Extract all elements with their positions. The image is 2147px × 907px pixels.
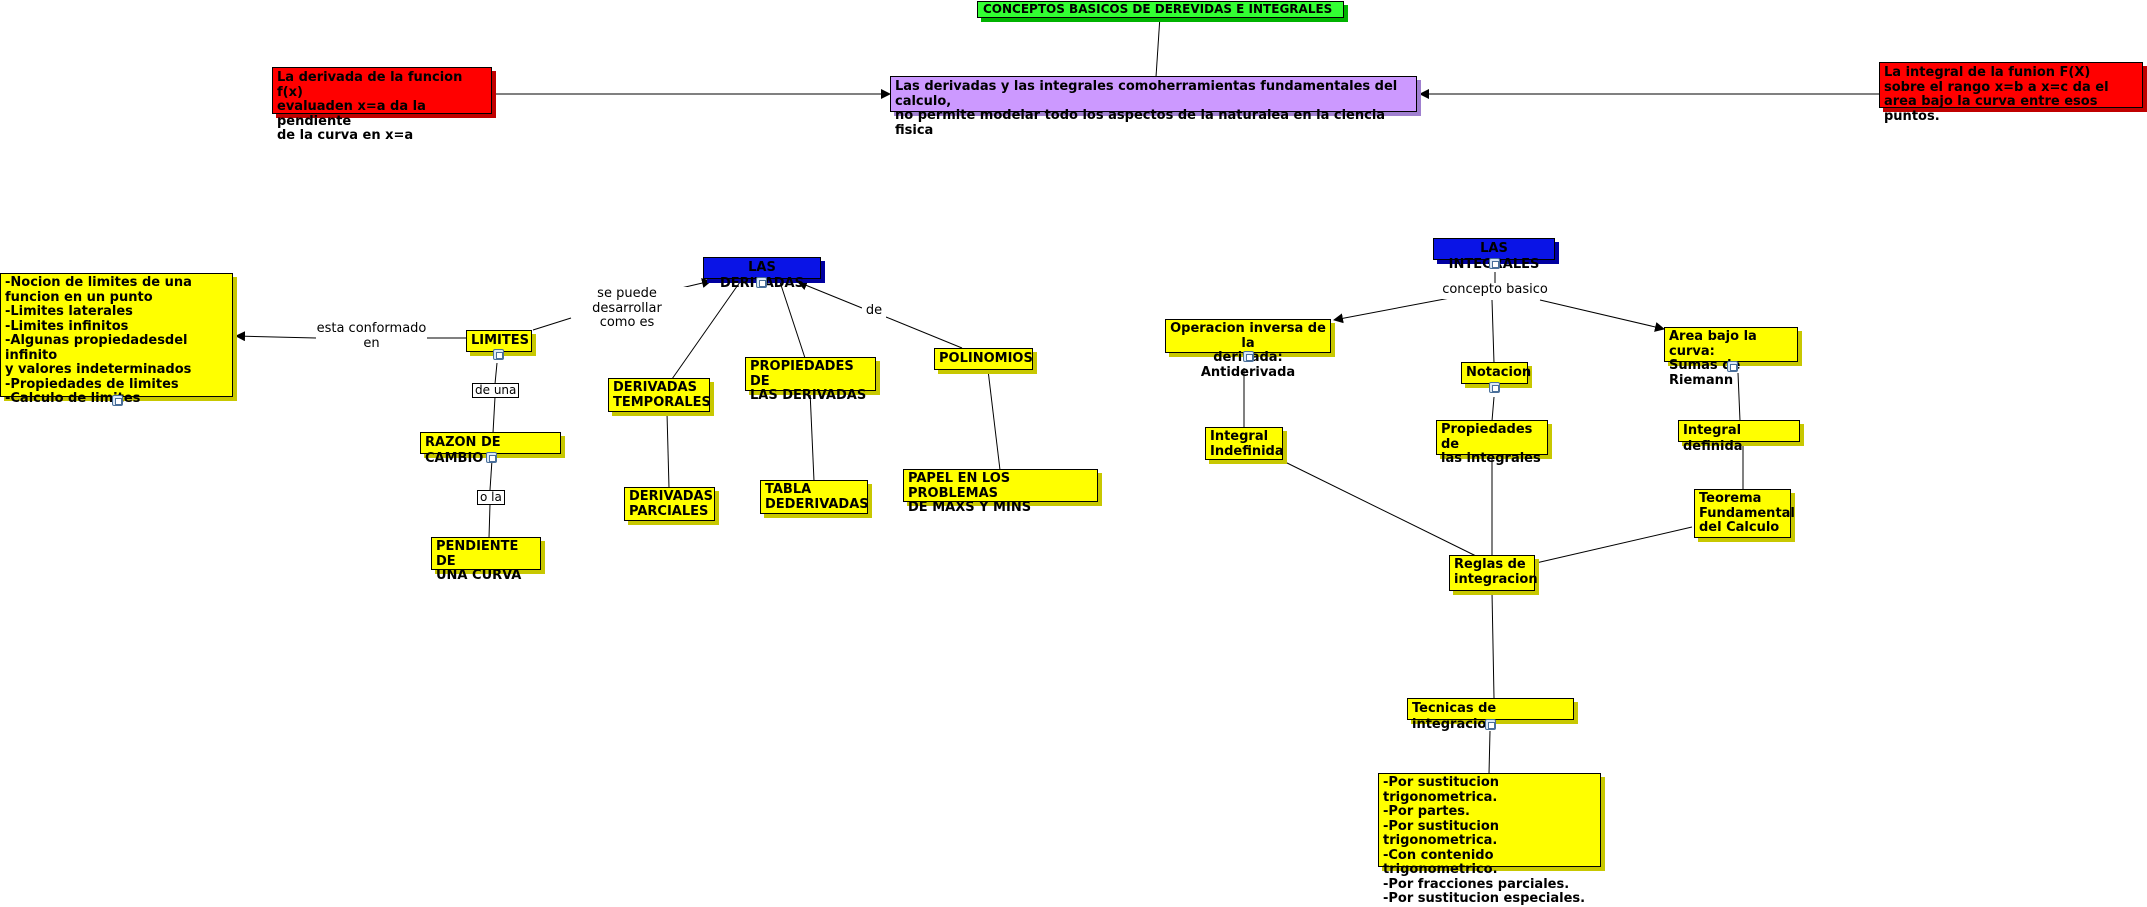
attachment-icon[interactable]: [493, 349, 504, 360]
integrales-title-node[interactable]: LAS INTEGRALES: [1433, 238, 1555, 272]
link-label-de-una: de una: [472, 383, 520, 398]
link-label-concepto-basico: concepto basico: [1441, 282, 1549, 299]
central-concept-node[interactable]: Las derivadas y las integrales comoherra…: [890, 76, 1417, 137]
link-label-develop: se puede desarrollar como es: [561, 286, 693, 330]
edge-concepto-area: [1539, 299, 1665, 332]
notacion-node[interactable]: Notacion: [1461, 362, 1531, 384]
edge-derivadas-temporales: [671, 281, 741, 380]
attachment-icon[interactable]: [756, 277, 767, 288]
edge-propiedades-tabla: [809, 390, 815, 482]
edge-deuna-razon: [492, 396, 496, 434]
edge-tecnicas-list: [1488, 730, 1491, 775]
antiderivada-node[interactable]: Operacion inversa de la derivada: Antide…: [1165, 319, 1331, 379]
propiedades-integrales-node[interactable]: Propiedades de las integrales: [1436, 420, 1548, 466]
temporales-node[interactable]: DERIVADAS TEMPORALES: [608, 378, 711, 412]
attachment-icon[interactable]: [1489, 382, 1500, 393]
link-label-de: de: [862, 303, 886, 319]
edge-teorema-reglas: [1535, 526, 1693, 564]
attachment-icon[interactable]: [1243, 351, 1254, 362]
edge-limites-develop: [532, 317, 572, 331]
attachment-icon[interactable]: [486, 452, 497, 463]
connector-layer: [235, 15, 1880, 775]
edge-ola-pendiente: [488, 503, 491, 539]
papel-node[interactable]: PAPEL EN LOS PROBLEMAS DE MAXS Y MINS: [903, 469, 1098, 515]
polinomios-node[interactable]: POLINOMIOS: [934, 348, 1033, 370]
map-title-node[interactable]: CONCEPTOS BASICOS DE DEREVIDAS E INTEGRA…: [977, 1, 1344, 18]
pendiente-node[interactable]: PENDIENTE DE UNA CURVA: [431, 537, 541, 583]
edge-de-derivadas: [797, 280, 863, 309]
teorema-node[interactable]: Teorema Fundamental del Calculo: [1694, 489, 1795, 538]
indefinida-node[interactable]: Integral Indefinida: [1205, 427, 1284, 460]
area-node[interactable]: Area bajo la curva: Sumas de Riemann: [1664, 327, 1798, 387]
edge-concepto-antiderivada: [1333, 297, 1451, 324]
attachment-icon[interactable]: [1485, 719, 1496, 730]
reglas-node[interactable]: Reglas de integracion: [1449, 555, 1538, 591]
edge-reglas-tecnicas: [1491, 591, 1495, 699]
derivative-definition-node[interactable]: La derivada de la funcion f(x) evaluaden…: [272, 67, 492, 143]
edge-limites-deuna: [494, 362, 498, 385]
razon-node[interactable]: RAZON DE CAMBIO: [420, 432, 561, 466]
link-label-conformado: esta conformado en: [316, 321, 427, 352]
derivadas-title-node[interactable]: LAS DERIVADAS: [703, 257, 821, 291]
limites-list-node[interactable]: -Nocion de limites de una funcion en un …: [0, 273, 233, 406]
definida-node[interactable]: Integral definida: [1678, 420, 1800, 454]
link-label-o-la: o la: [477, 490, 505, 505]
edge-notacion-propiedades: [1491, 396, 1495, 422]
attachment-icon[interactable]: [1489, 258, 1500, 269]
edge-concepto-notacion: [1491, 299, 1495, 364]
edge-area-definida: [1737, 372, 1741, 422]
edge-conformado-list: [235, 331, 317, 342]
integral-definition-node[interactable]: La integral de la funion F(X) sobre el r…: [1879, 62, 2143, 123]
parciales-node[interactable]: DERIVADAS PARCIALES: [624, 487, 715, 521]
edge-title-central: [1155, 15, 1161, 78]
edge-polinomios-papel: [987, 369, 1001, 471]
propiedades-derivadas-node[interactable]: PROPIEDADES DE LAS DERIVADAS: [745, 357, 876, 403]
tabla-node[interactable]: TABLA DEDERIVADAS: [760, 480, 869, 514]
edge-derivadas-propiedades: [779, 281, 806, 359]
edge-indefinida-reglas: [1282, 460, 1477, 557]
edge-razon-ola: [489, 459, 493, 491]
attachment-icon[interactable]: [112, 395, 123, 406]
edge-polinomios-de: [885, 316, 963, 349]
attachment-icon[interactable]: [1727, 361, 1738, 372]
edge-temporales-parciales: [666, 412, 670, 489]
tecnicas-node[interactable]: Tecnicas de integracion: [1407, 698, 1574, 732]
tecnicas-list-node[interactable]: -Por sustitucion trigonometrica. -Por pa…: [1378, 773, 1601, 906]
